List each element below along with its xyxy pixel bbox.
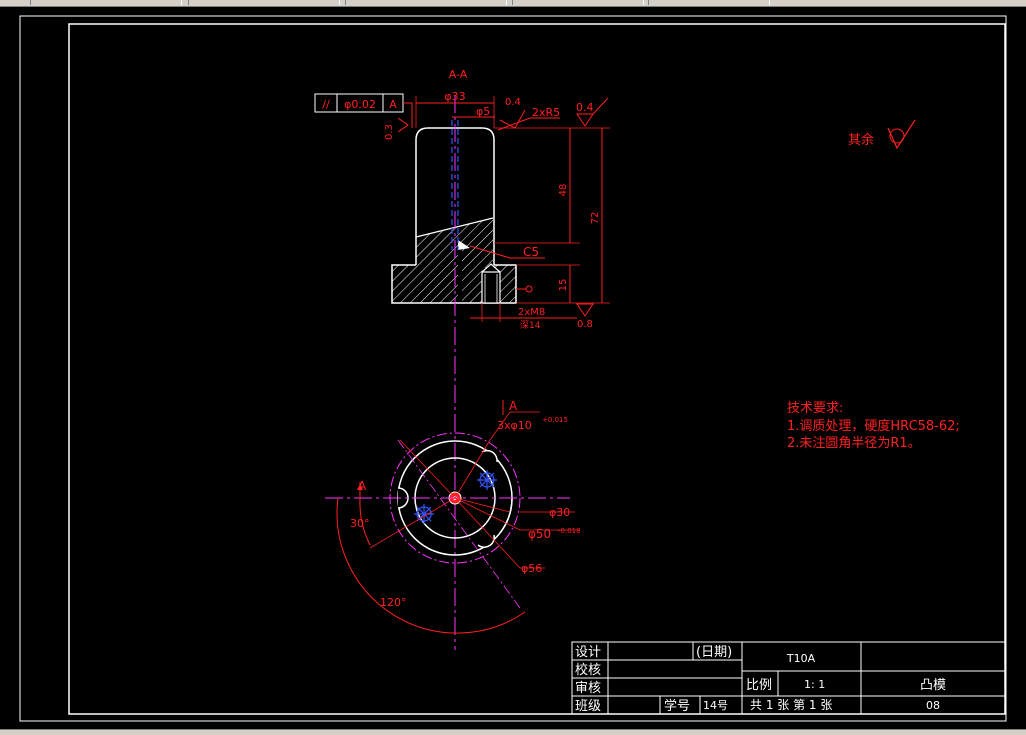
rough-03: 0.3	[384, 124, 395, 140]
rough-04b: 0.4	[576, 101, 594, 114]
dim-radius: 2xR5	[532, 106, 560, 119]
drill-point	[481, 263, 501, 273]
chamfer-mark	[458, 240, 470, 250]
tb-number: 14号	[703, 699, 728, 712]
dim-dia-33: φ33	[444, 90, 465, 103]
sheet-outer-border	[19, 15, 1007, 722]
tol-value: φ0.02	[344, 98, 376, 111]
tb-check: 校核	[575, 662, 601, 678]
dim-len-15: 15	[558, 279, 569, 292]
tb-scale-value: 1: 1	[804, 678, 825, 691]
sheet-frame-border	[68, 23, 1006, 715]
tb-review: 审核	[575, 681, 601, 696]
rough-04a: 0.4	[505, 97, 521, 108]
toolbar-field[interactable]	[188, 0, 340, 5]
toolbar-field[interactable]	[512, 0, 644, 5]
section-view: A-A // φ0.02 A	[314, 68, 610, 650]
title-block	[571, 641, 1006, 715]
dim-dia-30: φ30	[549, 506, 570, 519]
tol-symbol: //	[322, 98, 330, 111]
tech-requirements: 技术要求: 1.调质处理，硬度HRC58-62; 2.未注圆角半径为R1。	[787, 401, 960, 451]
status-bar	[0, 729, 1026, 735]
tb-design: 设计	[575, 645, 601, 660]
tol-datum: A	[389, 98, 397, 111]
tech-req-line1: 1.调质处理，硬度HRC58-62;	[787, 418, 960, 434]
tb-scale-label: 比例	[746, 678, 772, 693]
hatch-left	[416, 218, 493, 303]
tech-req-line2: 2.未注圆角半径为R1。	[787, 436, 921, 451]
tb-material: T10A	[786, 652, 816, 665]
toolbar-field[interactable]	[30, 0, 182, 5]
punch-flange-outline	[391, 264, 517, 304]
tb-student-no: 学号	[664, 698, 690, 714]
tb-part-name: 凸模	[920, 678, 946, 693]
angle-30: 30°	[350, 517, 370, 530]
dim-dia-50: φ50	[528, 527, 551, 541]
chamfer-c5: C5	[523, 245, 539, 259]
rough-08: 0.8	[577, 319, 593, 330]
tb-date: (日期)	[696, 645, 732, 660]
dim-depth: 深14	[520, 320, 541, 331]
toolbar-strip	[0, 0, 1026, 7]
plan-view: A A 3xφ10 +0.015 φ30 φ50 -0.018 φ56 30° …	[325, 399, 581, 634]
tb-drawing-no: 08	[926, 699, 940, 712]
weld-mark	[525, 285, 533, 293]
hatch-right	[462, 248, 516, 303]
tech-req-title: 技术要求:	[787, 401, 843, 416]
dim-len-48: 48	[558, 184, 569, 197]
title-block-text: 设计 校核 审核 班级 (日期) T10A 比例 1: 1 凸模 学号 14号 …	[575, 645, 946, 714]
toolbar-field[interactable]	[648, 0, 770, 5]
roughness-symbol-icon	[889, 128, 905, 144]
tb-sheets: 共 1 张 第 1 张	[750, 698, 832, 712]
datum-a-top: A	[509, 399, 518, 413]
other-surface-label: 其余	[848, 132, 874, 148]
dim-dia-50-tol: -0.018	[558, 527, 581, 535]
angle-arc-120	[336, 497, 526, 634]
dim-thread: 2xM8	[518, 307, 545, 318]
dim-holes: 3xφ10	[497, 419, 532, 432]
tb-class: 班级	[575, 699, 601, 714]
dim-holes-tol: +0.015	[542, 416, 568, 424]
dim-len-72: 72	[590, 212, 601, 225]
angle-120: 120°	[380, 596, 407, 609]
hatch-flange-left	[392, 265, 416, 303]
toolbar-field[interactable]	[345, 0, 507, 5]
threaded-hole	[481, 271, 501, 304]
drawing-canvas[interactable]: A-A // φ0.02 A	[0, 7, 1026, 729]
section-label: A-A	[449, 68, 468, 81]
dim-dia-56: φ56	[521, 562, 542, 575]
datum-a-side: A	[358, 479, 367, 493]
dim-dia-5: φ5	[476, 105, 490, 118]
